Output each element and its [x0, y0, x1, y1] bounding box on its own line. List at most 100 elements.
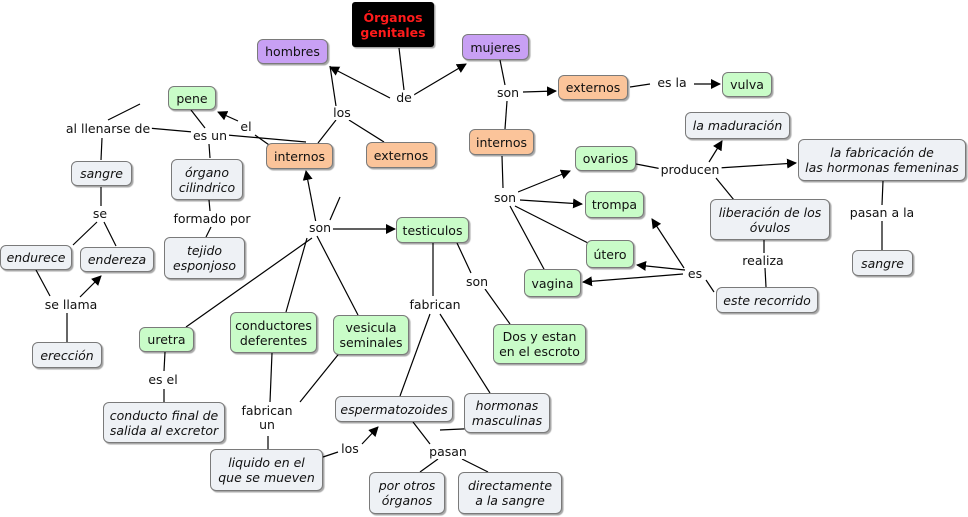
link-label-se: se — [90, 206, 110, 221]
link-label-es: es — [685, 266, 705, 281]
node-mujeres[interactable]: mujeres — [462, 34, 529, 60]
node-liberacion-ovulos[interactable]: liberación de los óvulos — [710, 199, 830, 240]
link-label-son-testiculos: son — [463, 274, 491, 289]
node-vesicula-seminales[interactable]: vesicula seminales — [333, 315, 409, 355]
connector-arrow — [582, 273, 684, 287]
node-tejido-esponjoso[interactable]: tejido esponjoso — [164, 237, 245, 279]
link-label-de: de — [394, 90, 414, 105]
node-maduracion[interactable]: la maduración — [685, 112, 790, 139]
node-hombres[interactable]: hombres — [257, 39, 328, 64]
connector-line — [439, 313, 491, 394]
link-label-es-la: es la — [655, 75, 689, 90]
node-title[interactable]: Órganos genitales — [352, 2, 434, 47]
link-label-se-llama: se llama — [42, 297, 100, 312]
node-endereza[interactable]: endereza — [80, 247, 154, 272]
link-label-realiza: realiza — [740, 253, 786, 268]
node-espermatozoides[interactable]: espermatozoides — [335, 396, 453, 422]
connector-arrow — [302, 170, 318, 229]
connector-arrow — [361, 426, 379, 445]
node-conducto-final[interactable]: conducto final de salida al excretor — [103, 402, 225, 443]
node-sangre-1[interactable]: sangre — [71, 161, 132, 186]
node-este-recorrido[interactable]: este recorrido — [716, 287, 818, 313]
node-organo-cilindrico[interactable]: órgano cilindrico — [171, 159, 243, 200]
connector-line — [72, 221, 98, 246]
connector-line — [205, 226, 212, 238]
link-label-al-llenarse-de: al llenarse de — [63, 121, 153, 136]
connector-line — [269, 352, 273, 403]
connector-arrow — [79, 275, 102, 298]
connector-arrow — [717, 158, 797, 169]
node-internos-mujeres[interactable]: internos — [469, 129, 534, 155]
connector-line — [348, 119, 385, 143]
connector-line — [208, 199, 211, 212]
link-label-formado-por: formado por — [171, 211, 253, 226]
connector-line — [484, 288, 511, 325]
connector-arrow — [651, 218, 685, 269]
node-vagina[interactable]: vagina — [524, 269, 581, 297]
connector-arrow — [217, 111, 239, 122]
connector-line — [419, 458, 439, 473]
node-trompa[interactable]: trompa — [585, 191, 644, 218]
connector-line — [635, 163, 663, 170]
connector-line — [398, 47, 405, 91]
connector-arrow — [519, 198, 583, 209]
connector-line — [107, 103, 141, 121]
link-label-son-internos: son — [491, 190, 519, 205]
node-endurece[interactable]: endurece — [0, 245, 72, 270]
connector-arrow — [522, 86, 557, 97]
connector-line — [163, 351, 166, 372]
connector-arrow — [636, 260, 686, 271]
connector-line — [322, 451, 339, 458]
connector-line — [764, 267, 767, 288]
link-label-fabrican-un: fabrican un — [239, 403, 295, 432]
connector-line — [881, 180, 884, 206]
connector-line — [461, 458, 489, 473]
node-utero[interactable]: útero — [586, 240, 634, 268]
node-vulva[interactable]: vulva — [722, 72, 772, 97]
node-externos-hombres[interactable]: externos — [366, 142, 436, 168]
node-internos-hombres[interactable]: internos — [266, 143, 333, 169]
connector-line — [329, 196, 341, 221]
node-externos-mujeres[interactable]: externos — [558, 75, 628, 100]
connector-line — [329, 65, 337, 107]
connector-line — [185, 237, 313, 328]
node-hormonas-masculinas[interactable]: hormonas masculinas — [464, 393, 550, 433]
link-label-es-el: es el — [146, 372, 180, 387]
node-ereccion[interactable]: erección — [32, 342, 102, 368]
connector-arrow — [708, 140, 723, 163]
connector-line — [316, 235, 359, 316]
connector-line — [399, 313, 431, 397]
connector-arrow — [411, 63, 467, 97]
node-ovarios[interactable]: ovarios — [575, 146, 636, 171]
node-uretra[interactable]: uretra — [139, 327, 194, 352]
connector-line — [705, 279, 715, 293]
node-conductores-deferentes[interactable]: conductores deferentes — [230, 312, 317, 353]
node-directamente-sangre[interactable]: directamente a la sangre — [458, 472, 562, 514]
link-label-es-un: es un — [190, 128, 230, 143]
connector-line — [629, 83, 651, 88]
link-label-los: los — [331, 105, 353, 120]
connector-line — [317, 119, 337, 144]
node-sangre-2[interactable]: sangre — [852, 250, 913, 276]
link-label-fabrican: fabrican — [407, 297, 463, 312]
link-label-producen: producen — [658, 162, 722, 177]
connector-arrow — [517, 169, 571, 193]
link-label-son-hombres: son — [306, 220, 334, 235]
connector-line — [514, 205, 589, 244]
link-label-pasan: pasan — [427, 444, 469, 459]
connector-line — [100, 137, 103, 161]
link-label-son-mujeres: son — [494, 85, 522, 100]
node-testiculos[interactable]: testiculos — [396, 217, 469, 243]
node-otros-organos[interactable]: por otros órganos — [369, 472, 445, 514]
link-label-el: el — [238, 119, 254, 134]
connector-line — [285, 237, 308, 313]
node-liquido[interactable]: liquido en el que se mueven — [210, 449, 323, 491]
connector-line — [504, 100, 508, 130]
connector-line — [509, 205, 546, 272]
node-dos-escroto[interactable]: Dos y estan en el escroto — [493, 324, 586, 364]
node-fabricacion-hormonas[interactable]: la fabricación de las hormonas femeninas — [798, 139, 966, 181]
connector-line — [103, 221, 117, 247]
node-pene[interactable]: pene — [168, 86, 216, 110]
connector-line — [715, 177, 735, 201]
